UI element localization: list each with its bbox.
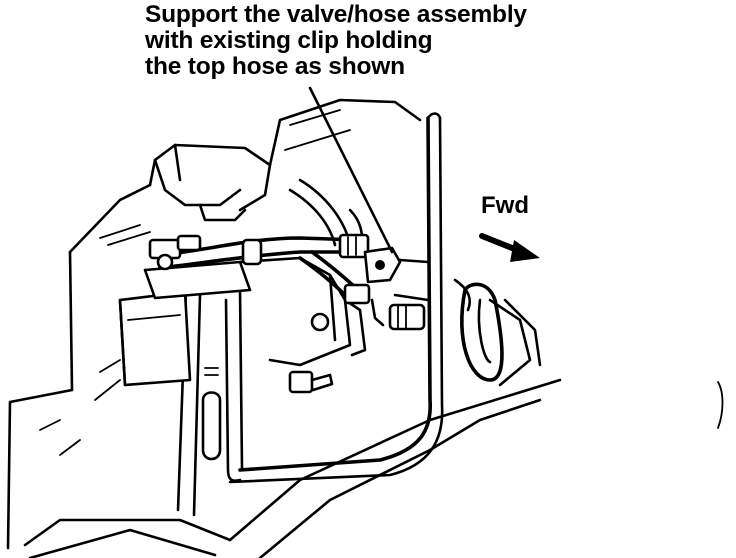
callout-text: Support the valve/hose assembly with exi… — [145, 2, 527, 80]
direction-label: Fwd — [481, 192, 529, 219]
body-panel — [6, 183, 562, 558]
bolt — [288, 370, 334, 394]
edge-mark — [717, 381, 724, 429]
valve-housing — [118, 256, 367, 387]
callout-line-2: with existing clip holding — [145, 27, 433, 54]
bracket-loop — [453, 278, 542, 387]
callout-leader-line — [308, 86, 394, 254]
callout-line-3: the top hose as shown — [145, 53, 405, 80]
forward-arrow — [479, 233, 540, 262]
pillar — [176, 112, 444, 517]
hoses — [158, 233, 430, 331]
hose-fittings — [148, 234, 202, 271]
callout-line-1: Support the valve/hose assembly — [145, 1, 527, 28]
